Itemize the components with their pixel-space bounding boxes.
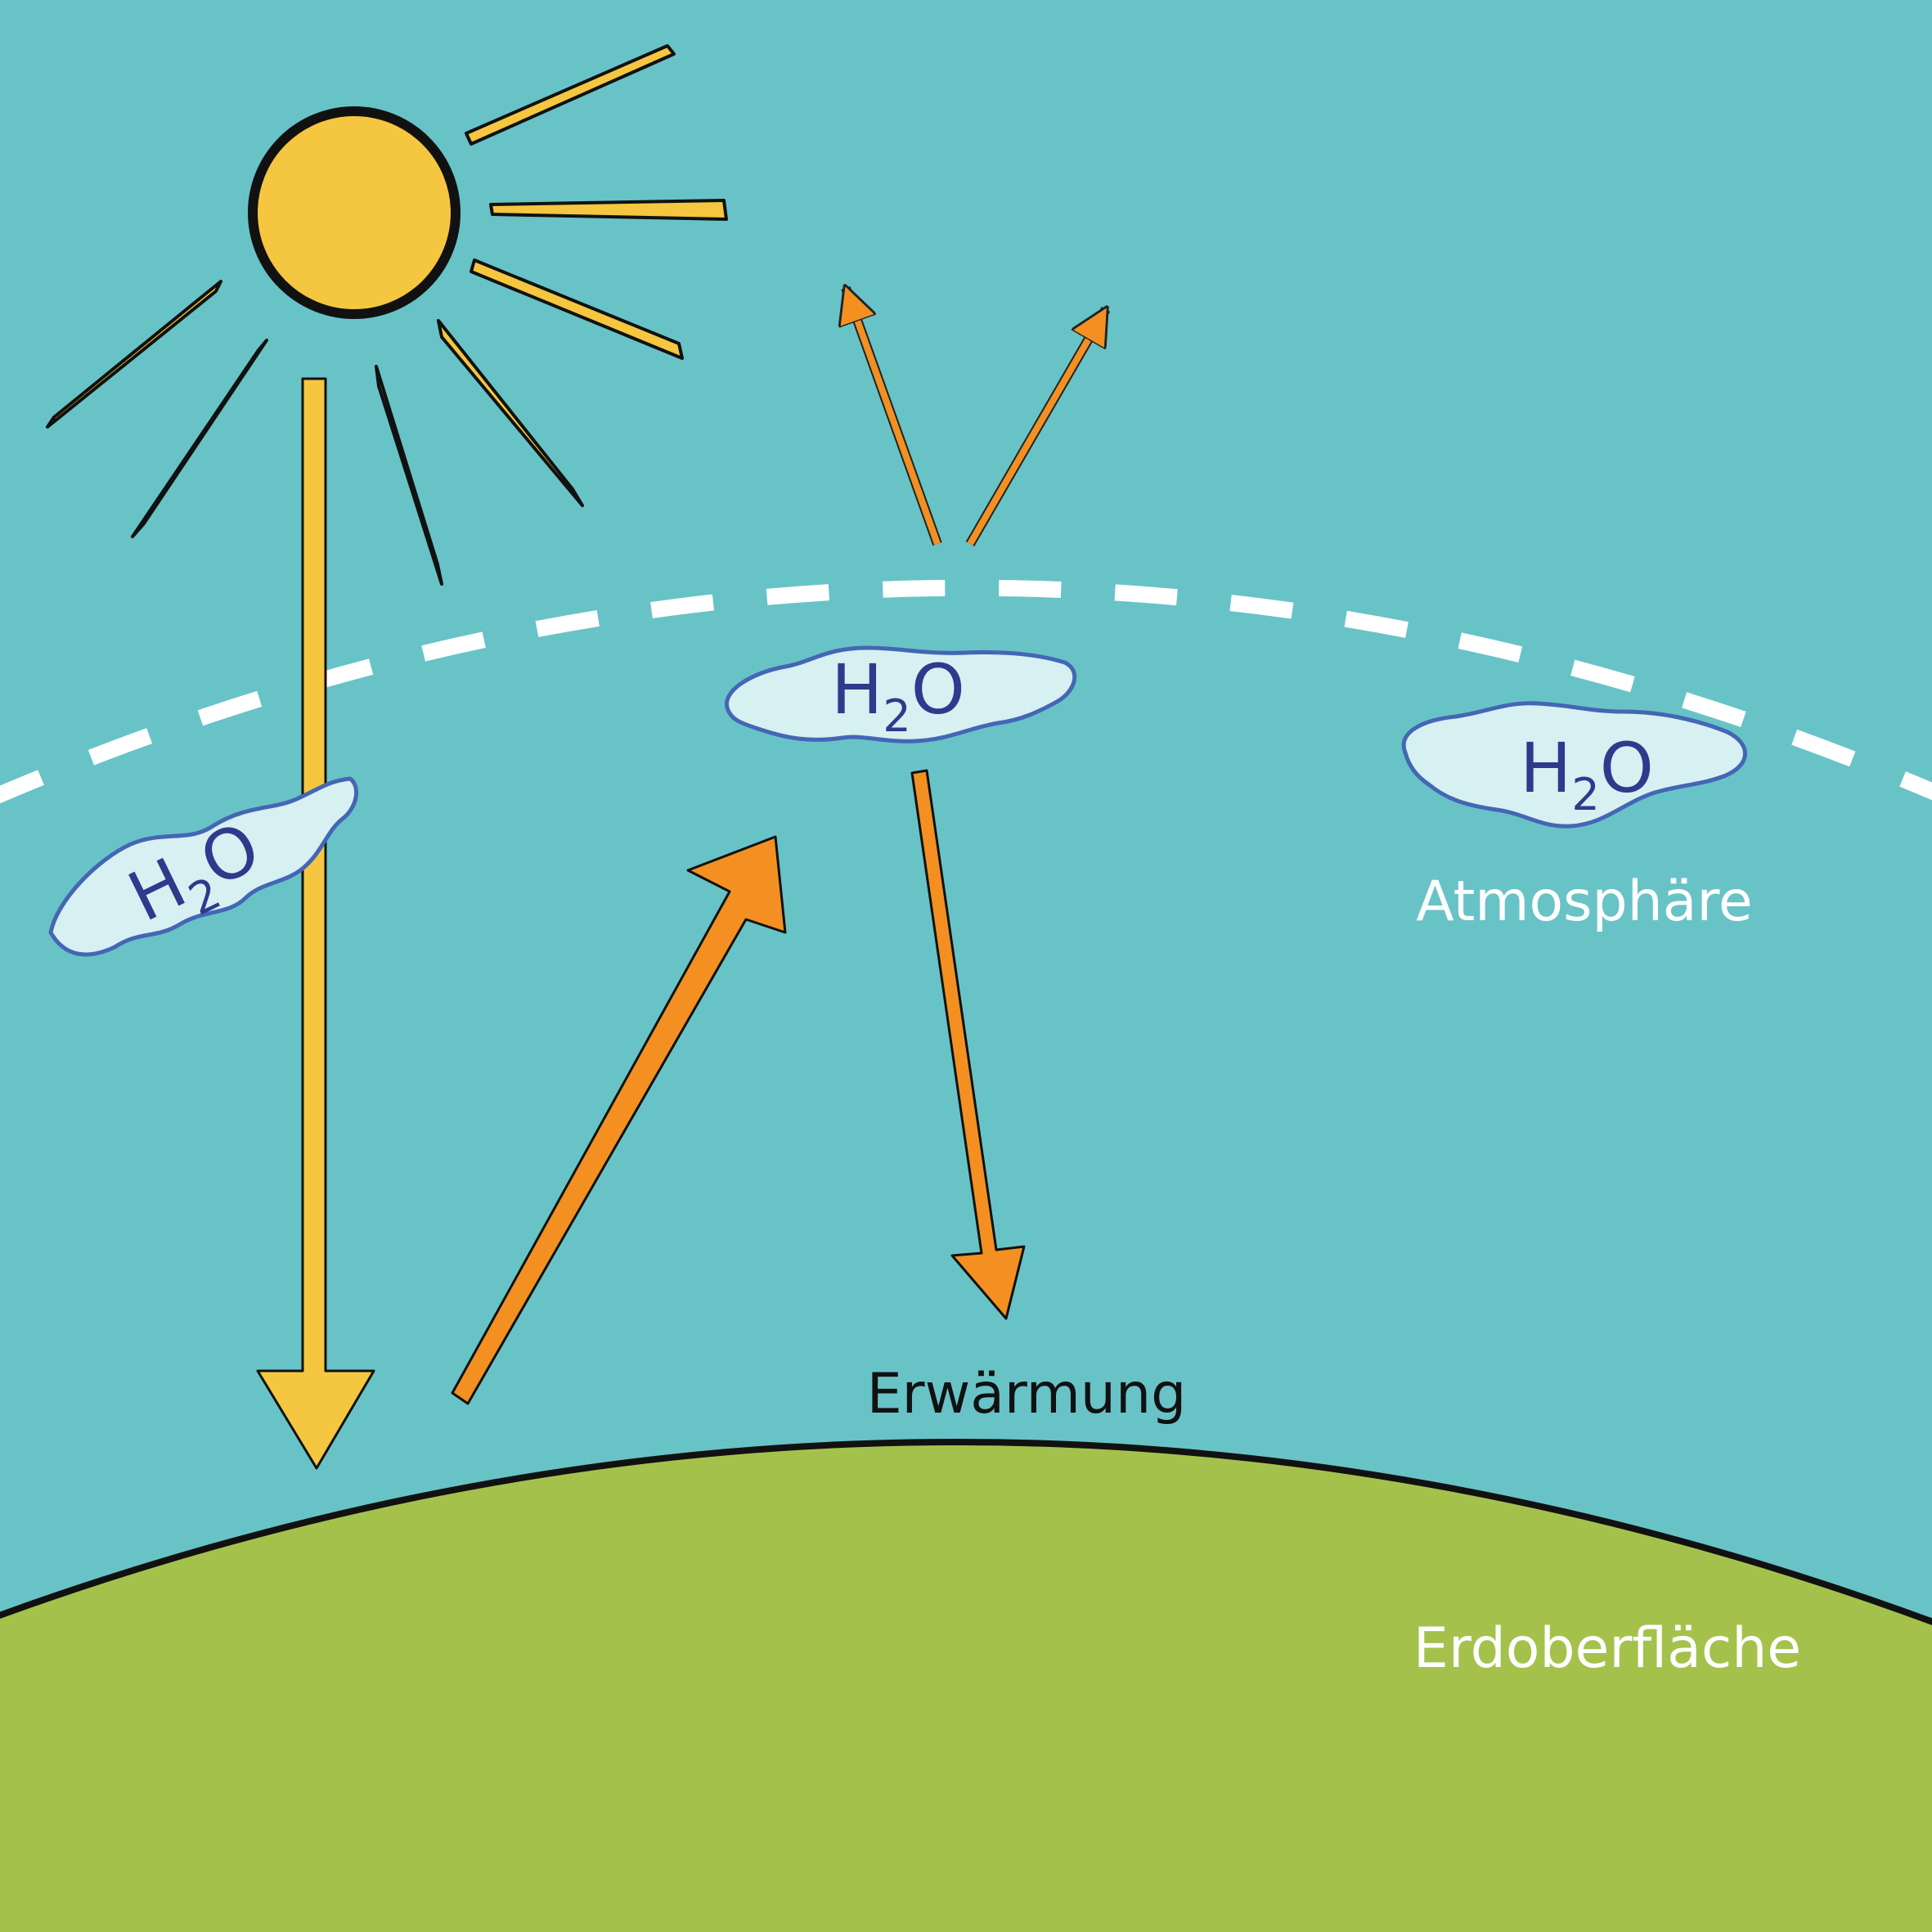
water-vapor-cloud-center: H2O <box>724 645 1077 744</box>
incoming-radiation-arrow <box>256 377 375 1470</box>
sun-ray <box>465 44 676 146</box>
sun-ray <box>375 365 443 586</box>
water-vapor-cloud-left: H2O <box>48 776 358 957</box>
warming-label: Erwärmung <box>867 1362 1187 1427</box>
atmosphere-label: Atmosphäre <box>1416 869 1753 934</box>
earth-horizon-line <box>0 1439 1932 1625</box>
escaping-radiation-arrow-left-fill <box>846 288 941 546</box>
sun-ray <box>437 319 584 507</box>
surface-emission-arrow <box>451 835 787 1405</box>
sun-ray <box>46 280 222 429</box>
sun <box>248 106 461 319</box>
water-vapor-cloud-right: H2O <box>1401 701 1747 829</box>
sun-ray <box>131 339 268 538</box>
sun-ray <box>489 199 728 221</box>
back-radiation-arrow <box>910 769 1026 1320</box>
earth-surface <box>0 1442 1932 1932</box>
cloud-molecule-label: H2O <box>1520 728 1654 820</box>
sun-rays <box>46 44 728 586</box>
cloud-molecule-label: H2O <box>831 649 965 742</box>
escaping-radiation-arrow-right-fill <box>967 309 1106 546</box>
sun-ray <box>470 258 684 360</box>
surface-label: Erdoberfläche <box>1413 1616 1801 1681</box>
